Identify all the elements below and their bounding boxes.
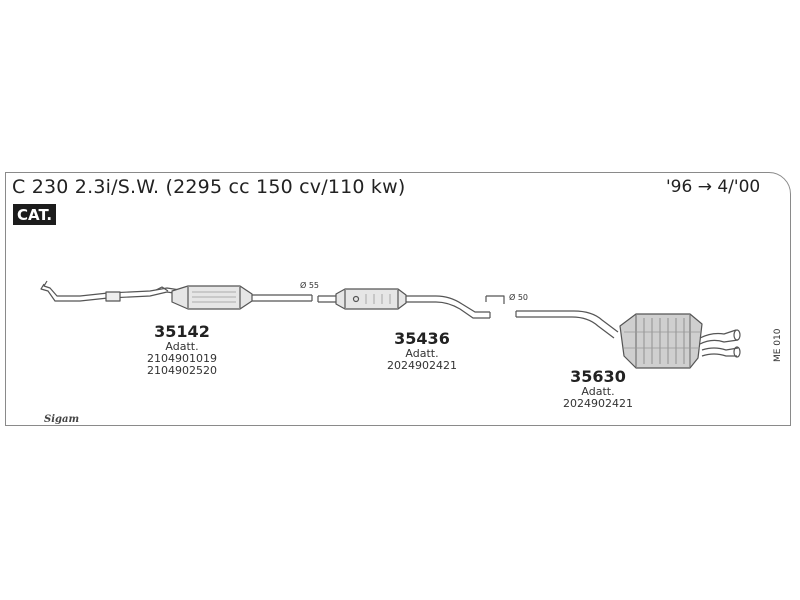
rear-silencer-35630 bbox=[515, 310, 741, 369]
part-adapter-label: Adatt. bbox=[405, 347, 439, 360]
part-oem-code: 2104901019 bbox=[147, 352, 217, 365]
part-label-35436: 35436 Adatt. 2024902421 bbox=[376, 330, 468, 372]
part-number: 35630 bbox=[570, 367, 626, 386]
middle-silencer-35436 bbox=[317, 288, 505, 319]
part-label-35630: 35630 Adatt. 2024902421 bbox=[552, 368, 644, 410]
part-oem-code: 2024902421 bbox=[387, 359, 457, 372]
part-oem-code: 2104902520 bbox=[147, 364, 217, 377]
front-pipe-35142 bbox=[40, 280, 313, 310]
diagram-reference-code: ME 010 bbox=[773, 328, 783, 363]
vehicle-title: C 230 2.3i/S.W. (2295 cc 150 cv/110 kw) bbox=[12, 176, 406, 198]
cat-badge: CAT. bbox=[13, 204, 57, 225]
part-oem-code: 2024902421 bbox=[563, 397, 633, 410]
brand-logo: Sigam bbox=[44, 414, 80, 425]
diagram-frame bbox=[5, 172, 791, 426]
part-adapter-label: Adatt. bbox=[581, 385, 615, 398]
part-number: 35142 bbox=[154, 322, 210, 341]
diameter-label: Ø 50 bbox=[509, 293, 529, 302]
production-years: '96 → 4/'00 bbox=[666, 177, 761, 197]
part-number: 35436 bbox=[394, 329, 450, 348]
part-adapter-label: Adatt. bbox=[165, 340, 199, 353]
part-label-35142: 35142 Adatt. 2104901019 2104902520 bbox=[138, 323, 226, 377]
diameter-label: Ø 55 bbox=[300, 281, 320, 290]
